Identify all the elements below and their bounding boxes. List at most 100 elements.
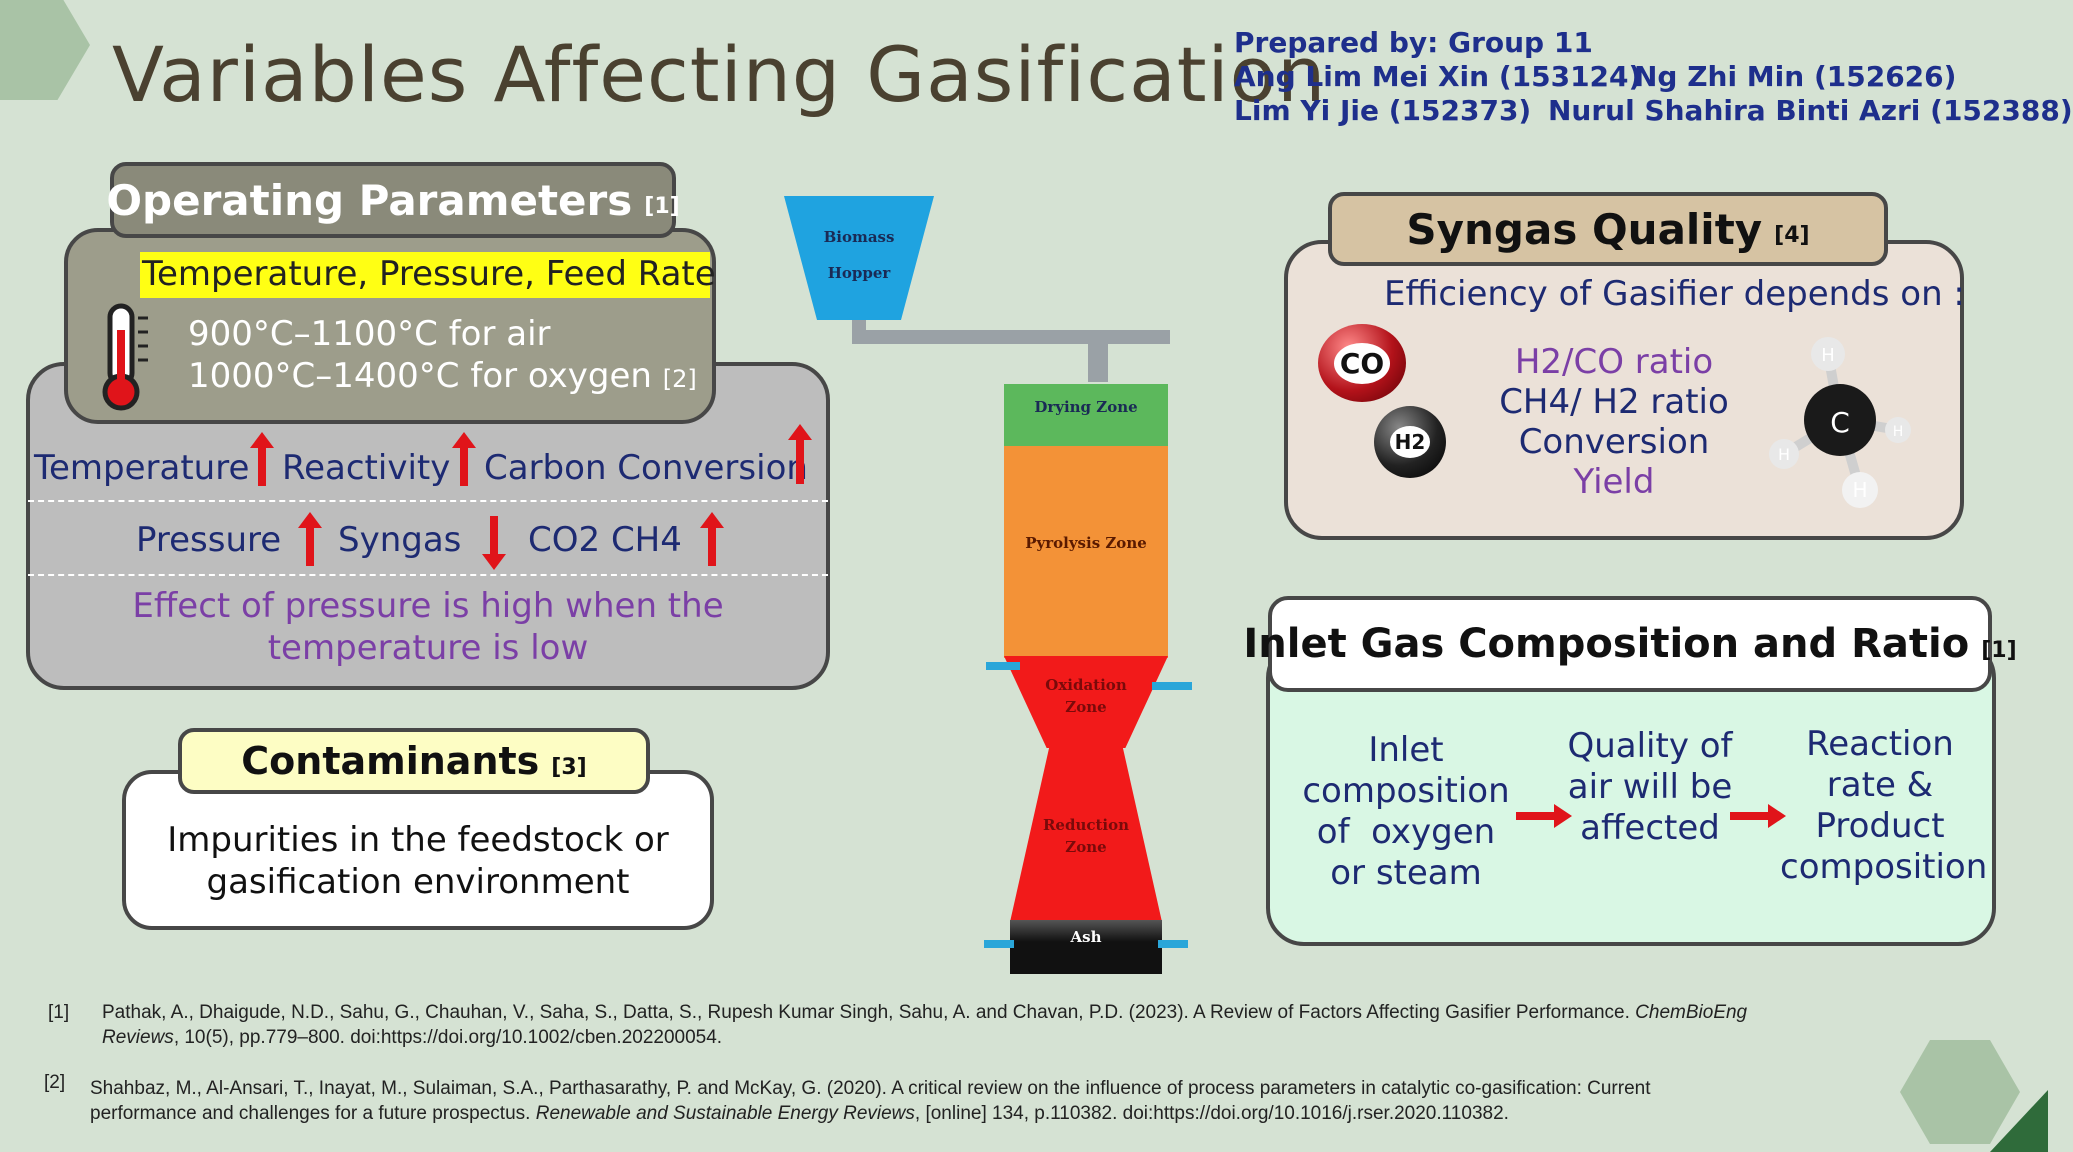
ref1-line1: Pathak, A., Dhaigude, N.D., Sahu, G., Ch… (102, 1002, 1630, 1023)
contaminants-label: Contaminants [3] (178, 728, 650, 794)
contaminants-line2: gasification environment (206, 862, 630, 902)
step3-line4: composition (1780, 847, 1988, 887)
feed-pipe-drop (1088, 332, 1108, 382)
step3-line1: Reaction (1806, 724, 1954, 764)
row2-pressure: Pressure (136, 520, 282, 560)
inlet-step-3: Reaction rate & Product composition (1780, 724, 1988, 888)
member-3: Lim Yi Jie (152373) (1234, 94, 1532, 127)
row2-co2-ch4: CO2 CH4 (528, 520, 682, 560)
ash-zone (1010, 920, 1162, 974)
ref1-line2: , 10(5), pp.779–800. doi:https://doi.org… (173, 1027, 723, 1048)
inlet-ref: [1] (1981, 637, 2017, 663)
contaminants-line1: Impurities in the feedstock or (167, 820, 669, 860)
ref2-line2-pre: performance and challenges for a future … (90, 1103, 531, 1124)
inlet-step-1: Inlet composition of oxygen or steam (1300, 730, 1512, 894)
pyrolysis-zone-label: Pyrolysis Zone (1025, 534, 1147, 552)
step1-line4: or steam (1330, 853, 1482, 893)
syngas-title: Syngas Quality (1406, 204, 1763, 254)
drying-zone-text: Drying Zone (1034, 398, 1138, 416)
carbon-label: C (1830, 406, 1850, 439)
step1-line2: composition (1302, 771, 1510, 811)
member-1: Ang Lim Mei Xin (153124) (1234, 60, 1642, 93)
co2-ch4-up-arrow (700, 512, 724, 566)
step2-line3: affected (1580, 808, 1720, 848)
pyrolysis-zone (1004, 446, 1168, 658)
temperature-up-arrow (250, 432, 274, 486)
divider-1 (28, 500, 828, 502)
gasifier-diagram: Biomass Hopper Drying Zone Drying Zone P… (770, 190, 1210, 980)
methane-molecule-icon: C H H H H (1769, 337, 1911, 508)
prepared-by: Prepared by: Group 11 (1234, 26, 1593, 59)
syngas-subtitle: Efficiency of Gasifier depends on : (1384, 274, 1965, 314)
member-4: Nurul Shahira Binti Azri (152388) (1548, 94, 2073, 127)
divider-2 (28, 574, 828, 576)
row1-carbon-conversion: Carbon Conversion (484, 448, 808, 488)
decor-hexagon-top-left (0, 0, 90, 100)
pressure-up-arrow (298, 512, 322, 566)
inlet-step-2: Quality of air will be affected (1560, 726, 1740, 849)
contaminants-title: Contaminants (241, 739, 540, 783)
row1-reactivity: Reactivity (282, 448, 451, 488)
temperature-highlight (140, 252, 710, 298)
reference-2: [2] Shahbaz, M., Al-Ansari, T., Inayat, … (44, 1072, 1944, 1126)
h2-label: H2 (1389, 426, 1431, 458)
reduction-zone-label: Reduction Zone (1042, 816, 1130, 856)
syngas-item-conversion: Conversion (1518, 422, 1710, 462)
syngas-down-arrow (482, 516, 506, 570)
pressure-note-line1: Effect of pressure is high when the (132, 586, 724, 626)
ash-zone-label: Ash (1070, 928, 1102, 946)
ref1-number: [1] (48, 1002, 70, 1023)
step1-line1: Inlet (1368, 730, 1444, 770)
syngas-item-yield: Yield (1573, 462, 1655, 502)
step-arrow-1-head (1554, 804, 1572, 828)
oxidation-zone-label: Oxidation Zone (1045, 676, 1127, 716)
thermometer-icon (102, 303, 148, 411)
decor-hexagon-bottom-right (1900, 1040, 2020, 1144)
operating-parameters-ref: [1] (644, 193, 680, 219)
syngas-item-ch4h2: CH4/ H2 ratio (1499, 382, 1729, 422)
drying-zone-fill (1004, 384, 1168, 446)
oxidation-inlet-left (986, 662, 1020, 670)
row1-temperature: Temperature (34, 448, 250, 488)
page-title: Variables Affecting Gasification (112, 30, 1327, 119)
reactivity-up-arrow (452, 432, 476, 486)
highlight-text: Temperature, Pressure, Feed Rate (142, 254, 716, 294)
reference-1: [1] Pathak, A., Dhaigude, N.D., Sahu, G.… (48, 1000, 1948, 1050)
h2-molecule-icon: H2 (1374, 406, 1446, 478)
hydrogen-label-3: H (1778, 445, 1790, 464)
operating-parameters-label: Operating Parameters [1] (106, 162, 680, 238)
step3-line2: rate & (1826, 765, 1934, 805)
co-label: CO (1333, 342, 1391, 384)
ref1-journal: ChemBioEng (1635, 1002, 1748, 1023)
feed-pipe-horizontal (852, 330, 1170, 344)
member-2: Ng Zhi Min (152626) (1634, 60, 1957, 93)
contaminants-box (122, 770, 714, 930)
ash-outlet-right (1158, 940, 1188, 948)
syngas-item-h2co: H2/CO ratio (1514, 342, 1714, 382)
carbon-conversion-up-arrow (788, 424, 812, 484)
inlet-label: Inlet Gas Composition and Ratio [1] (1243, 596, 2017, 692)
hydrogen-label-1: H (1821, 345, 1835, 366)
ref2-line2-post: , [online] 134, p.110382. doi:https://do… (914, 1103, 1509, 1124)
pressure-note-line2: temperature is low (267, 628, 589, 668)
step-arrow-2 (1730, 812, 1774, 820)
hopper-label-2: Hopper (827, 264, 891, 282)
inlet-title: Inlet Gas Composition and Ratio (1243, 621, 1970, 667)
ash-outlet-left (984, 940, 1014, 948)
step3-line3: Product (1815, 806, 1945, 846)
syngas-ref: [4] (1774, 222, 1810, 248)
hydrogen-label-2: H (1893, 424, 1904, 440)
hydrogen-label-4: H (1852, 478, 1867, 502)
step2-line2: air will be (1567, 767, 1733, 807)
syngas-label: Syngas Quality [4] (1328, 192, 1888, 266)
row2-syngas: Syngas (338, 520, 462, 560)
co-molecule-icon: CO (1318, 324, 1406, 402)
ref2-line1: Shahbaz, M., Al-Ansari, T., Inayat, M., … (90, 1078, 1651, 1099)
step1-line3: of oxygen (1316, 812, 1496, 852)
ref2-journal: Renewable and Sustainable Energy Reviews (535, 1103, 915, 1124)
temp-oxygen-row: 1000°C–1400°C for oxygen [2] (188, 356, 697, 396)
temp-air-text: 900°C–1100°C for air (188, 314, 551, 354)
step2-line1: Quality of (1567, 726, 1733, 766)
oxidation-inlet-right (1152, 682, 1192, 690)
contaminants-ref: [3] (551, 754, 587, 780)
